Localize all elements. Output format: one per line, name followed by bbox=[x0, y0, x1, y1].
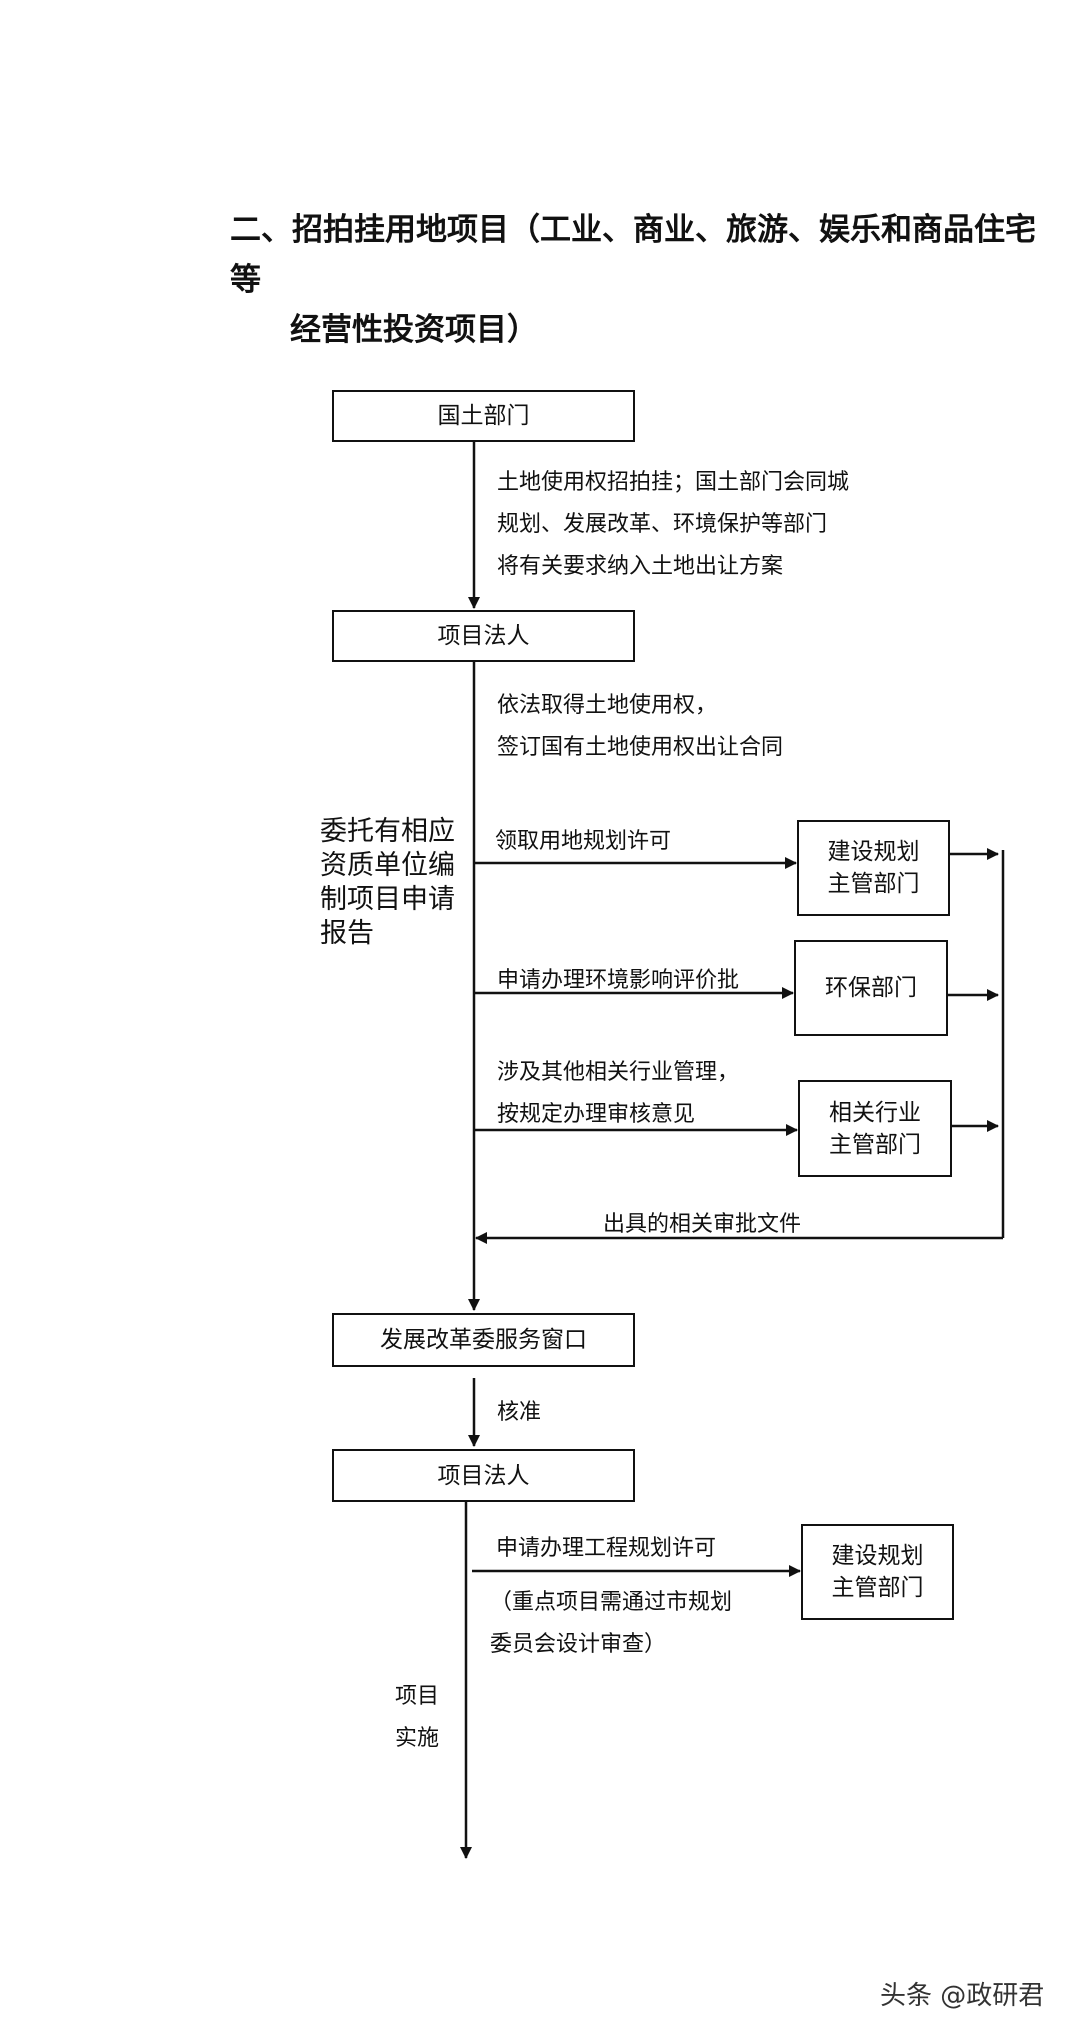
land-auction-label: 土地使用权招拍挂；国土部门会同城 规划、发展改革、环境保护等部门 将有关要求纳入… bbox=[497, 462, 849, 588]
implementation-line-1: 项目 bbox=[395, 1684, 440, 1709]
key-project-note: （重点项目需通过市规划 委员会设计审查） bbox=[490, 1582, 732, 1666]
legal-person-box-1: 项目法人 bbox=[332, 610, 635, 662]
obtain-rights-label: 依法取得土地使用权， 签订国有土地使用权出让合同 bbox=[497, 685, 783, 769]
heading-line-2: 经营性投资项目） bbox=[290, 312, 538, 348]
side-note-line-2: 资质单位编 bbox=[320, 850, 455, 881]
industry-dept-line-1: 相关行业 bbox=[829, 1099, 921, 1126]
env-dept-label: 环保部门 bbox=[825, 975, 917, 1001]
key-project-note-line-1: （重点项目需通过市规划 bbox=[490, 1590, 733, 1615]
land-auction-line-2: 规划、发展改革、环境保护等部门 bbox=[497, 512, 828, 537]
approval-docs-label: 出具的相关审批文件 bbox=[603, 1212, 802, 1237]
engineering-permit-label: 申请办理工程规划许可 bbox=[496, 1536, 717, 1561]
planning-dept-box-2: 建设规划 主管部门 bbox=[801, 1524, 954, 1620]
env-dept-box: 环保部门 bbox=[794, 940, 948, 1036]
source-watermark: 头条 @政研君 bbox=[880, 1981, 1045, 2011]
industry-review-line-2: 按规定办理审核意见 bbox=[497, 1102, 696, 1127]
ndrc-window-label: 发展改革委服务窗口 bbox=[380, 1327, 587, 1353]
industry-dept-box: 相关行业 主管部门 bbox=[798, 1080, 952, 1177]
legal-person-label-1: 项目法人 bbox=[437, 623, 530, 649]
legal-person-label-2: 项目法人 bbox=[437, 1462, 530, 1489]
obtain-rights-line-2: 签订国有土地使用权出让合同 bbox=[497, 735, 784, 760]
planning-dept-2-line-1: 建设规划 bbox=[831, 1543, 924, 1569]
land-dept-label: 国土部门 bbox=[437, 403, 530, 429]
planning-dept-1-line-2: 主管部门 bbox=[827, 871, 920, 897]
approval-label: 核准 bbox=[497, 1400, 542, 1425]
land-auction-line-3: 将有关要求纳入土地出让方案 bbox=[497, 554, 784, 579]
heading-line-1: 二、招拍挂用地项目（工业、商业、旅游、娱乐和商品住宅等 bbox=[230, 212, 1036, 298]
side-note-line-1: 委托有相应 bbox=[320, 816, 455, 847]
legal-person-box-2: 项目法人 bbox=[332, 1449, 635, 1502]
commission-report-note: 委托有相应 资质单位编 制项目申请 报告 bbox=[320, 815, 455, 951]
implementation-label: 项目 实施 bbox=[395, 1676, 439, 1760]
land-dept-box: 国土部门 bbox=[332, 390, 635, 442]
ndrc-window-box: 发展改革委服务窗口 bbox=[332, 1313, 635, 1367]
env-assessment-label: 申请办理环境影响评价批 bbox=[497, 968, 740, 993]
implementation-line-2: 实施 bbox=[395, 1726, 440, 1751]
land-auction-line-1: 土地使用权招拍挂；国土部门会同城 bbox=[497, 470, 850, 495]
section-heading: 二、招拍挂用地项目（工业、商业、旅游、娱乐和商品住宅等 经营性投资项目） bbox=[230, 205, 1050, 355]
industry-review-label: 涉及其他相关行业管理， 按规定办理审核意见 bbox=[497, 1052, 739, 1136]
planning-dept-1-line-1: 建设规划 bbox=[827, 839, 920, 865]
side-note-line-3: 制项目申请 bbox=[320, 884, 455, 915]
key-project-note-line-2: 委员会设计审查） bbox=[490, 1632, 667, 1657]
industry-dept-line-2: 主管部门 bbox=[829, 1131, 921, 1158]
side-note-line-4: 报告 bbox=[320, 918, 374, 949]
planning-dept-2-line-2: 主管部门 bbox=[831, 1575, 924, 1601]
industry-review-line-1: 涉及其他相关行业管理， bbox=[497, 1060, 740, 1085]
planning-dept-box-1: 建设规划 主管部门 bbox=[797, 820, 950, 916]
obtain-rights-line-1: 依法取得土地使用权， bbox=[497, 693, 718, 718]
land-use-permit-label: 领取用地规划许可 bbox=[495, 829, 672, 854]
